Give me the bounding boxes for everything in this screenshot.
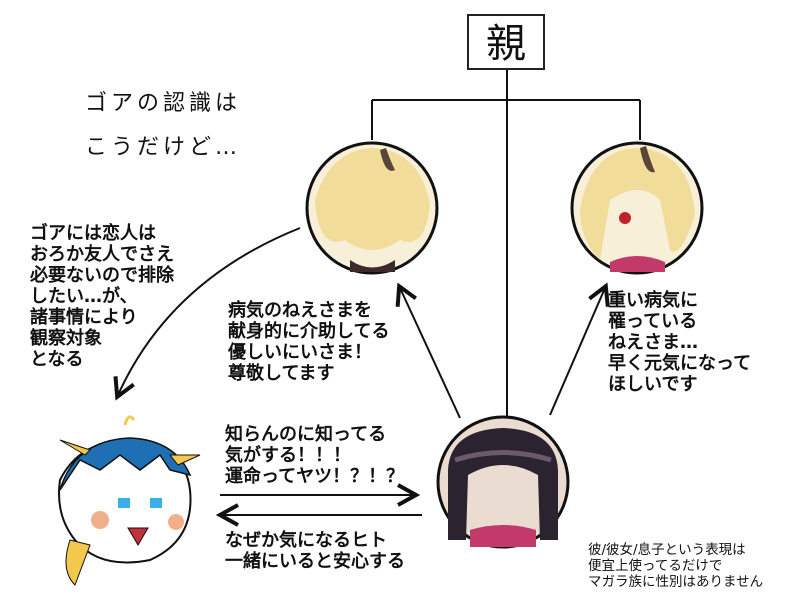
arrow-child-to-sister bbox=[549, 288, 605, 416]
disclaimer-note: 彼/彼女/息子という表現は 便宜上使ってるだけで マガラ族に性別はありません bbox=[588, 542, 764, 590]
child-portrait bbox=[436, 415, 570, 549]
sister-portrait bbox=[570, 141, 704, 275]
heading-line-2: こうだけど… bbox=[85, 135, 242, 160]
arrow-brother-to-gore bbox=[118, 227, 301, 395]
note-brother: 病気のねえさまを 献身的に介助してる 優しいにいさま！ 尊敬してます bbox=[228, 300, 390, 384]
gore-character bbox=[58, 415, 201, 586]
heading-line-1: ゴアの認識は bbox=[85, 91, 242, 116]
note-to-gore: なぜか気になるヒト 一緒にいると安心する bbox=[225, 530, 405, 572]
brother-portrait bbox=[305, 141, 439, 275]
note-sister: 重い病気に 罹っている ねえさま… 早く元気になって ほしいです bbox=[608, 290, 752, 395]
note-to-child: 知らんのに知ってる 気がする！！！ 運命ってヤツ！？！？ bbox=[225, 424, 405, 487]
parent-label: 親 bbox=[467, 14, 545, 70]
arrow-child-to-brother bbox=[400, 288, 461, 419]
note-gore: ゴアには恋人は おろか友人でさえ 必要ないので排除 したい…が、 諸事情により … bbox=[30, 223, 174, 370]
